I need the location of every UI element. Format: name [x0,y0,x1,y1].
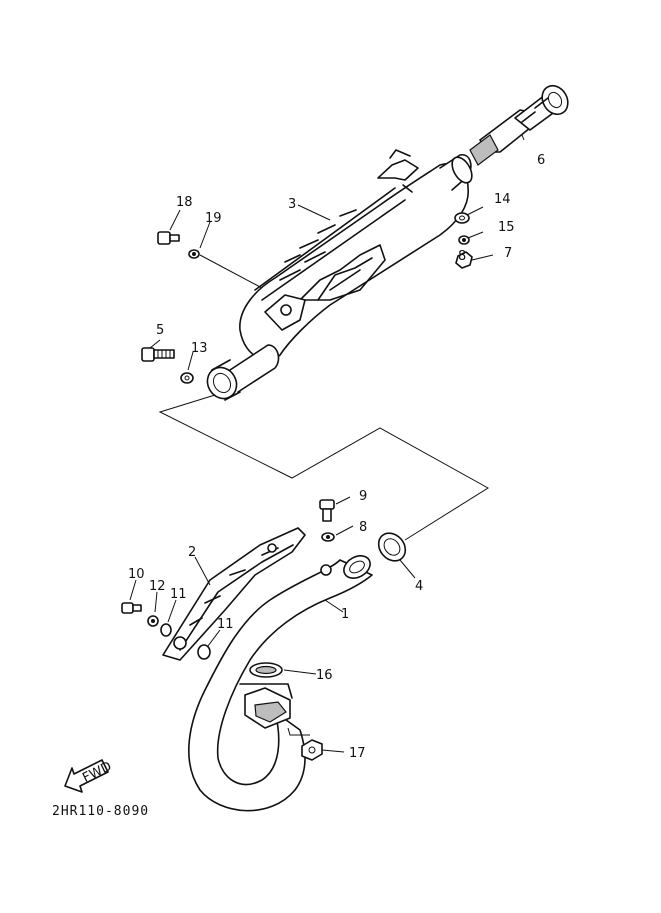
washer-part-8-upper [321,532,335,542]
leader-lines-lower [129,209,416,753]
part-label-18: 18 [176,195,193,210]
washer-part-13 [180,372,194,384]
gasket-part-16 [249,662,283,678]
bolt-part-18 [157,231,180,245]
part-label-4: 4 [415,579,423,594]
part-label-1: 1 [341,607,349,622]
part-label-9: 9 [359,489,367,504]
washer-part-15 [458,235,470,245]
collar-part-11-lower [197,644,211,660]
gasket-part-4 [377,532,407,562]
fwd-label: FWD [80,759,114,786]
forward-arrow-icon [64,759,109,793]
silencer-part-3 [206,149,473,401]
bolt-part-10 [121,602,142,614]
part-label-17: 17 [349,746,366,761]
part-label-7: 7 [504,246,512,261]
part-label-8-upper: 8 [458,249,466,264]
exhaust-pipe-part-1 [188,555,373,812]
part-label-5: 5 [156,323,164,338]
part-label-3: 3 [288,197,296,212]
collar-part-11-upper [160,623,172,637]
drawing-code: 2HR110-8090 [52,804,149,819]
nut-part-7 [455,251,473,269]
washer-part-19 [188,249,200,259]
part-label-14: 14 [494,192,511,207]
washer-part-14 [454,212,470,224]
part-number-labels: 1 2 3 4 5 6 7 8 8 9 10 11 11 12 13 14 15… [128,153,545,761]
part-label-8-lower: 8 [359,520,367,535]
bolt-part-5 [141,347,175,362]
part-label-13: 13 [191,341,208,356]
washer-part-12 [147,615,159,627]
nut-part-17 [301,739,323,761]
part-label-10: 10 [128,567,145,582]
part-label-19: 19 [205,211,222,226]
part-label-6: 6 [537,153,545,168]
end-cap-part-6 [469,84,569,166]
part-label-11-upper: 11 [170,587,187,602]
assembly-connection-lines [158,394,489,541]
part-label-12: 12 [149,579,166,594]
part-label-11-lower: 11 [217,617,234,632]
pipe-protector-part-2 [162,527,306,661]
bolt-part-9 [319,499,335,522]
part-label-2: 2 [188,545,196,560]
part-label-15: 15 [498,220,515,235]
part-label-16: 16 [316,668,333,683]
